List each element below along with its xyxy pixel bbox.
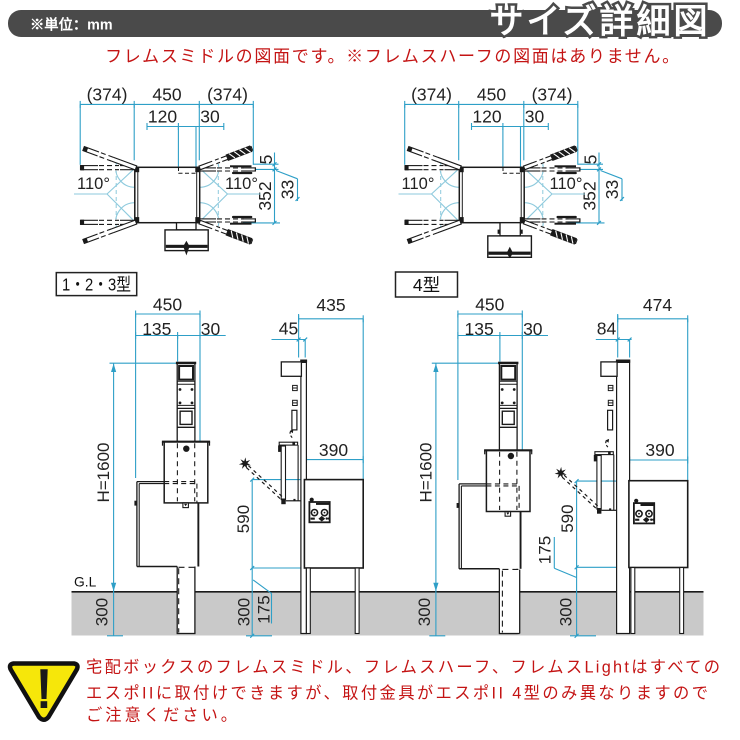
svg-text:450: 450 xyxy=(152,85,181,105)
svg-text:30: 30 xyxy=(201,319,221,339)
svg-text:120: 120 xyxy=(472,107,501,127)
svg-text:1・2・3型: 1・2・3型 xyxy=(62,275,131,295)
svg-text:(374): (374) xyxy=(532,85,573,105)
svg-text:5: 5 xyxy=(580,155,600,165)
svg-text:84: 84 xyxy=(597,319,617,339)
svg-text:450: 450 xyxy=(475,295,504,315)
svg-text:175: 175 xyxy=(255,595,274,623)
svg-text:300: 300 xyxy=(235,598,254,626)
svg-text:33: 33 xyxy=(602,180,622,199)
svg-text:352: 352 xyxy=(579,181,599,210)
svg-text:300: 300 xyxy=(415,598,434,626)
svg-text:590: 590 xyxy=(558,504,577,532)
svg-text:435: 435 xyxy=(316,295,345,315)
svg-text:4型: 4型 xyxy=(413,275,440,295)
svg-text:590: 590 xyxy=(234,505,253,533)
svg-text:120: 120 xyxy=(148,107,177,127)
svg-text:390: 390 xyxy=(319,440,348,460)
svg-text:300: 300 xyxy=(93,598,112,626)
svg-text:390: 390 xyxy=(645,440,674,460)
svg-text:30: 30 xyxy=(525,107,545,127)
svg-text:H=1600: H=1600 xyxy=(416,442,435,502)
svg-text:G.L: G.L xyxy=(74,575,97,590)
svg-text:135: 135 xyxy=(142,319,171,339)
svg-text:110°: 110° xyxy=(225,175,258,193)
svg-text:110°: 110° xyxy=(402,175,435,193)
svg-text:175: 175 xyxy=(536,536,555,564)
svg-text:300: 300 xyxy=(557,598,576,626)
svg-text:352: 352 xyxy=(255,181,275,210)
svg-text:サイズ詳細図: サイズ詳細図 xyxy=(490,2,711,41)
svg-text:宅配ボックスのフレムスミドル、フレムスハーフ、フレムスLig: 宅配ボックスのフレムスミドル、フレムスハーフ、フレムスLightはすべての xyxy=(86,659,720,677)
svg-text:110°: 110° xyxy=(550,175,583,193)
svg-text:110°: 110° xyxy=(77,175,110,193)
svg-text:5: 5 xyxy=(256,155,276,165)
svg-text:33: 33 xyxy=(277,180,297,199)
svg-text:135: 135 xyxy=(464,319,493,339)
svg-text:450: 450 xyxy=(153,295,182,315)
svg-text:H=1600: H=1600 xyxy=(94,442,113,502)
svg-text:フレムスミドルの図面です。※フレムスハーフの図面はありません: フレムスミドルの図面です。※フレムスハーフの図面はありません。 xyxy=(105,47,681,66)
svg-text:474: 474 xyxy=(643,295,672,315)
svg-text:(374): (374) xyxy=(87,85,128,105)
svg-text:30: 30 xyxy=(200,107,220,127)
svg-text:450: 450 xyxy=(477,85,506,105)
svg-text:※単位：mm: ※単位：mm xyxy=(30,16,113,34)
svg-text:30: 30 xyxy=(523,319,543,339)
svg-text:(374): (374) xyxy=(207,85,248,105)
svg-text:(374): (374) xyxy=(411,85,452,105)
svg-text:45: 45 xyxy=(279,319,298,339)
